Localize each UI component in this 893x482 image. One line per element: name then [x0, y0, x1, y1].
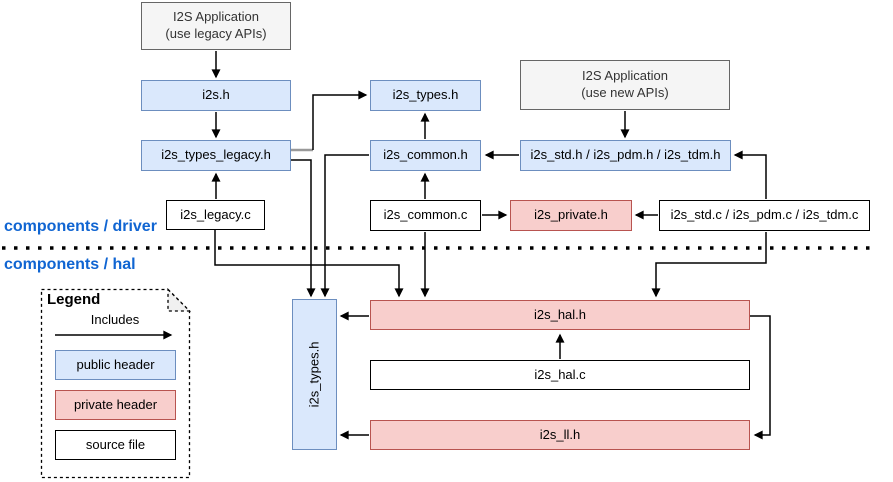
node-i2s-legacy-c: i2s_legacy.c — [166, 200, 265, 230]
node-i2s-types-h-hal-label: i2s_types.h — [306, 341, 322, 408]
edge-i2s_legacy_c-to-i2s_hal_h — [214, 230, 404, 298]
edge-i2s_hal_h-to-i2s_ll_h — [750, 315, 771, 440]
node-app-new: I2S Application (use new APIs) — [520, 60, 730, 110]
edge-i2s_types_legacy_h-to-i2s_types_h_hal — [291, 159, 316, 298]
edge-i2s_std_pdm_tdm_c-to-i2s_std_pdm_tdm_h — [733, 150, 767, 199]
legend-includes-label: Includes — [90, 312, 140, 327]
node-i2s-common-c: i2s_common.c — [370, 200, 481, 231]
node-i2s-types-h-hal: i2s_types.h — [292, 299, 337, 450]
driver-section-label: components / driver — [4, 218, 157, 235]
node-i2s-hal-c: i2s_hal.c — [370, 360, 750, 390]
legend-title: Legend — [47, 291, 101, 308]
node-i2s-ll-h: i2s_ll.h — [370, 420, 750, 450]
node-i2s-std-pdm-tdm-c: i2s_std.c / i2s_pdm.c / i2s_tdm.c — [659, 200, 870, 231]
legend-item-source-file: source file — [55, 430, 176, 460]
node-app-legacy: I2S Application (use legacy APIs) — [141, 2, 291, 50]
edge-i2s_common_h-to-i2s_types_h_hal — [320, 154, 369, 298]
legend-item-private-header: private header — [55, 390, 176, 420]
node-i2s-std-pdm-tdm-h: i2s_std.h / i2s_pdm.h / i2s_tdm.h — [520, 140, 731, 171]
edge-i2s_std_pdm_tdm_c-to-i2s_hal_h — [651, 232, 767, 298]
legend-fold-corner-icon — [167, 287, 192, 312]
node-i2s-hal-h: i2s_hal.h — [370, 300, 750, 330]
node-i2s-private-h: i2s_private.h — [510, 200, 632, 231]
node-i2s-types-h-driver: i2s_types.h — [370, 80, 481, 111]
node-i2s-h: i2s.h — [141, 80, 291, 111]
legend-item-public-header: public header — [55, 350, 176, 380]
legend-outline — [40, 287, 192, 479]
hal-section-label: components / hal — [4, 256, 136, 273]
node-i2s-types-legacy-h: i2s_types_legacy.h — [141, 140, 291, 171]
node-i2s-common-h: i2s_common.h — [370, 140, 481, 171]
edge-i2s_types_legacy_h-to-i2s_types_h_driver — [312, 90, 368, 150]
